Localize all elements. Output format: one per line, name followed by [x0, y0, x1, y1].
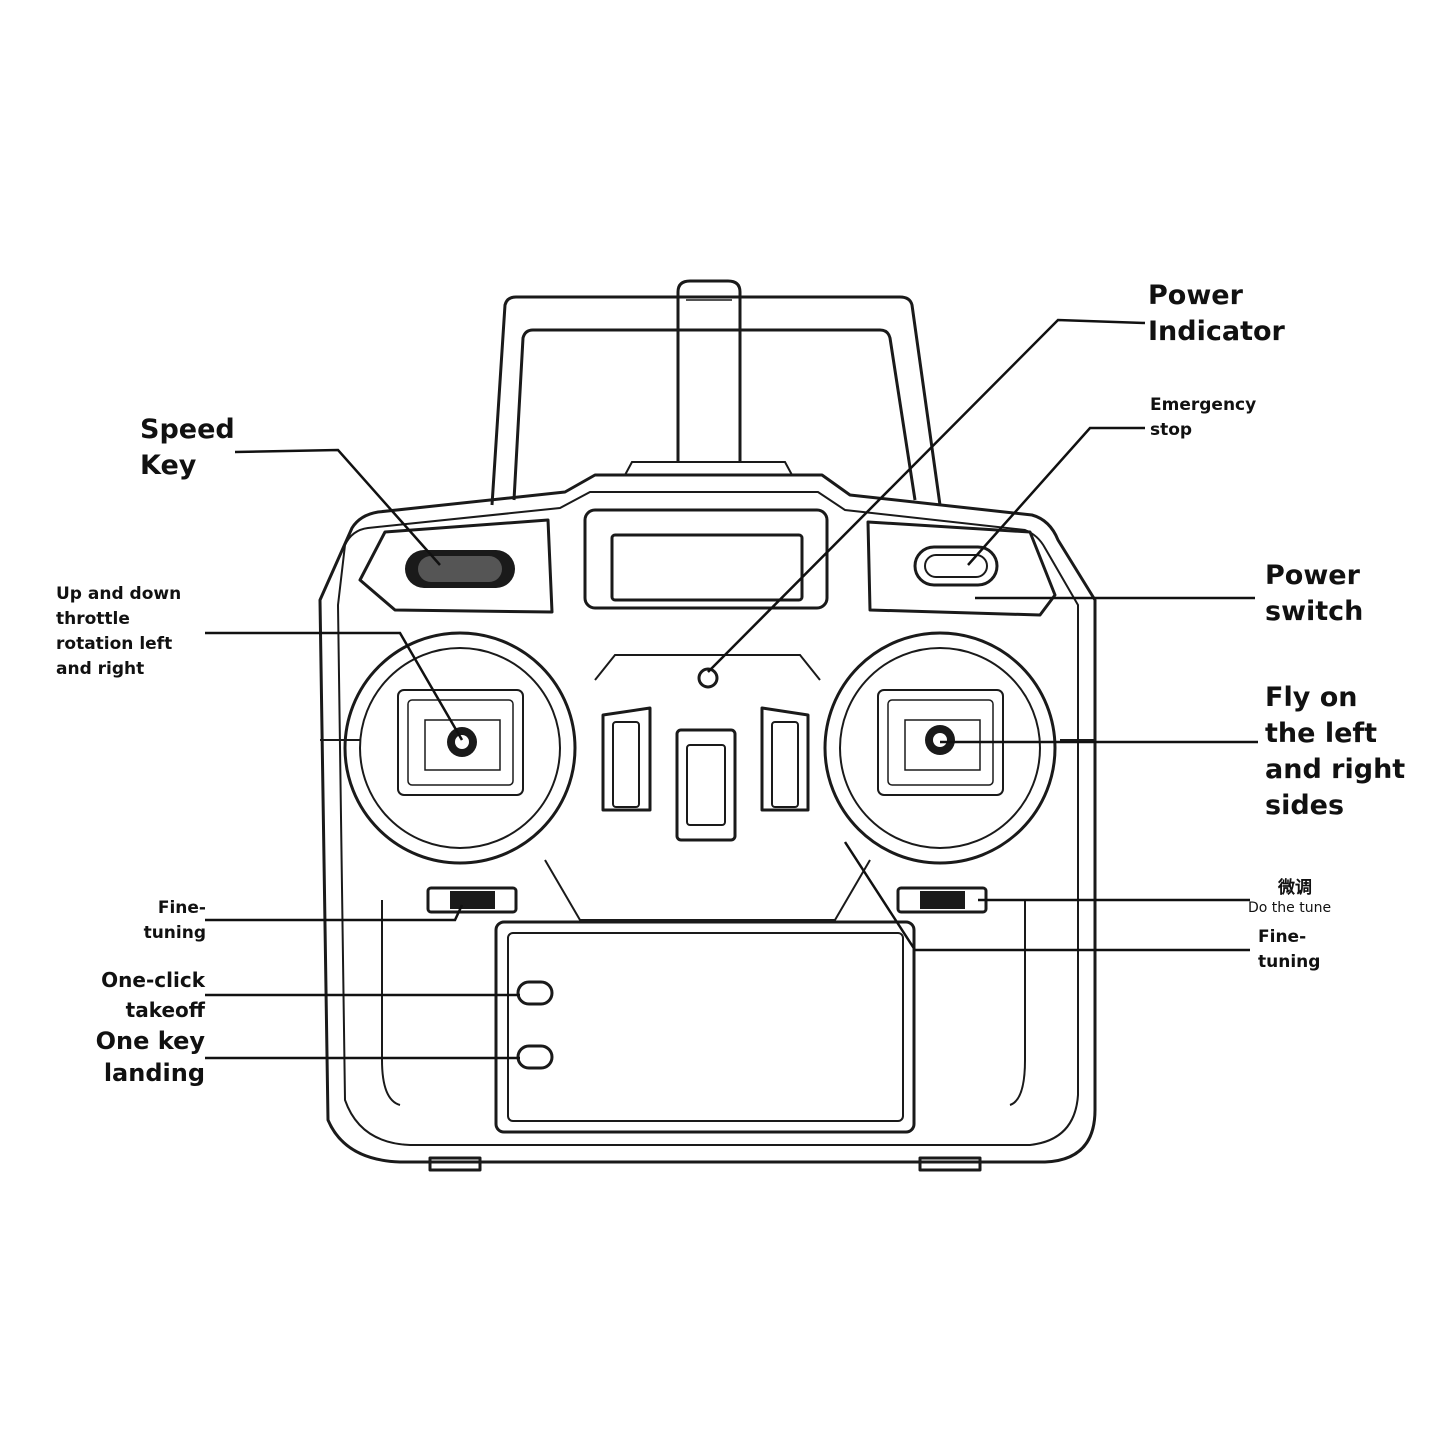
label-do-the-tune: Do the tune	[1248, 900, 1332, 916]
label-power-switch: Power switch	[1265, 560, 1364, 627]
label-fine-tuning-left: Fine- tuning	[143, 898, 206, 943]
fine-tuning-slider-left	[426, 886, 518, 914]
emergency-stop-button	[913, 545, 999, 587]
label-emergency-stop: Emergency stop	[1150, 395, 1257, 440]
one-key-landing-button	[516, 1044, 554, 1070]
label-throttle: Up and down throttle rotation left and r…	[56, 584, 182, 679]
label-one-key-landing: One key landing	[95, 1027, 205, 1087]
power-indicator-led	[697, 667, 719, 689]
label-speed-key: Speed Key	[140, 414, 235, 481]
carry-handle	[490, 295, 942, 506]
controller-body	[318, 461, 1097, 1172]
speed-key-button	[405, 550, 515, 588]
antenna	[676, 279, 742, 462]
one-click-takeoff-button	[516, 980, 554, 1006]
label-one-click-takeoff: One-click takeoff	[101, 968, 205, 1022]
label-chinese-tune: 微调	[1278, 878, 1312, 898]
label-power-indicator: Power Indicator	[1148, 280, 1285, 347]
label-fly-sides: Fly on the left and right sides	[1265, 682, 1406, 821]
bottom-panel	[494, 920, 916, 1134]
vertical-trim-left	[601, 706, 652, 812]
vertical-trim-right	[760, 706, 810, 812]
label-fine-tuning-right: Fine- tuning	[1258, 927, 1321, 972]
power-switch	[675, 728, 737, 842]
right-joystick	[823, 631, 1057, 865]
left-joystick	[343, 631, 577, 865]
fine-tuning-slider-right	[896, 886, 988, 914]
leader-lines	[205, 318, 1258, 1060]
